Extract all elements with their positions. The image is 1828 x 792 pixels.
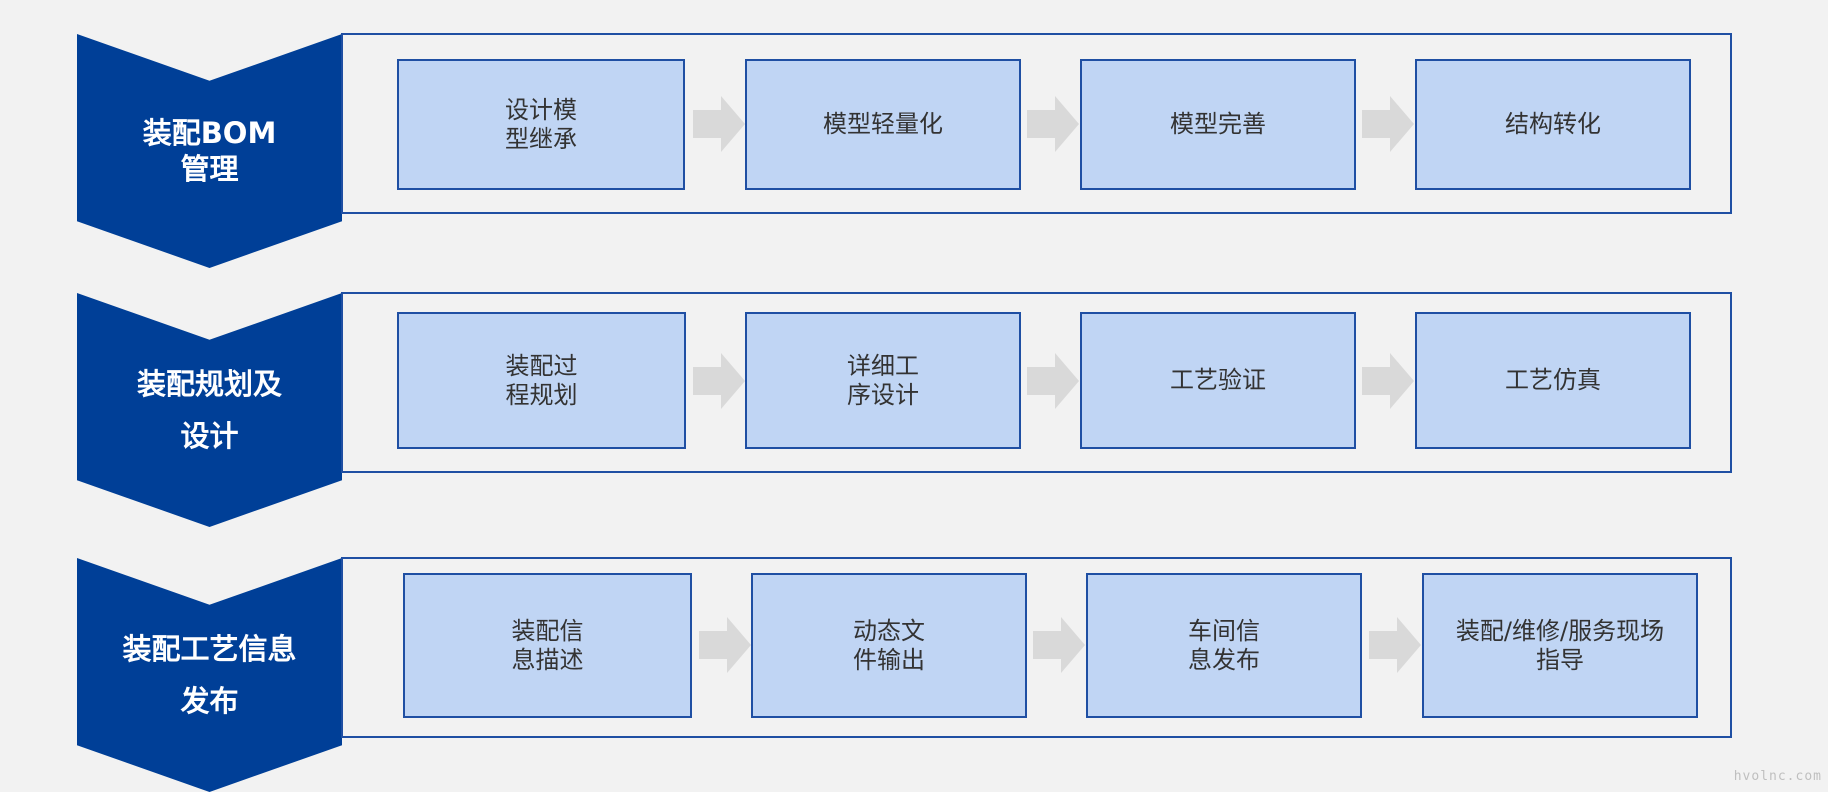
stage-chevron: 装配规划及 设计 [77,293,342,527]
step-box: 详细工 序设计 [745,312,1021,449]
step-box: 装配过 程规划 [397,312,686,449]
right-arrow-icon [1362,353,1414,409]
stage-chevron: 装配BOM 管理 [77,34,342,268]
step-box: 结构转化 [1415,59,1691,190]
step-box: 设计模 型继承 [397,59,685,190]
stage-chevron: 装配工艺信息 发布 [77,558,342,792]
step-box: 工艺验证 [1080,312,1356,449]
stage-label: 装配工艺信息 发布 [122,632,297,718]
right-arrow-icon [693,353,745,409]
right-arrow-icon [1362,96,1414,152]
right-arrow-icon [693,96,745,152]
step-box: 动态文 件输出 [751,573,1027,718]
watermark: hvolnc.com [1733,769,1822,784]
step-box: 装配/维修/服务现场 指导 [1422,573,1698,718]
step-box: 车间信 息发布 [1086,573,1362,718]
step-box: 模型轻量化 [745,59,1021,190]
right-arrow-icon [1369,617,1421,673]
stage-label: 装配BOM 管理 [142,116,277,186]
step-box: 模型完善 [1080,59,1356,190]
step-box: 装配信 息描述 [403,573,692,718]
right-arrow-icon [699,617,751,673]
step-box: 工艺仿真 [1415,312,1691,449]
right-arrow-icon [1033,617,1085,673]
right-arrow-icon [1027,353,1079,409]
right-arrow-icon [1027,96,1079,152]
stage-label: 装配规划及 设计 [136,367,282,453]
